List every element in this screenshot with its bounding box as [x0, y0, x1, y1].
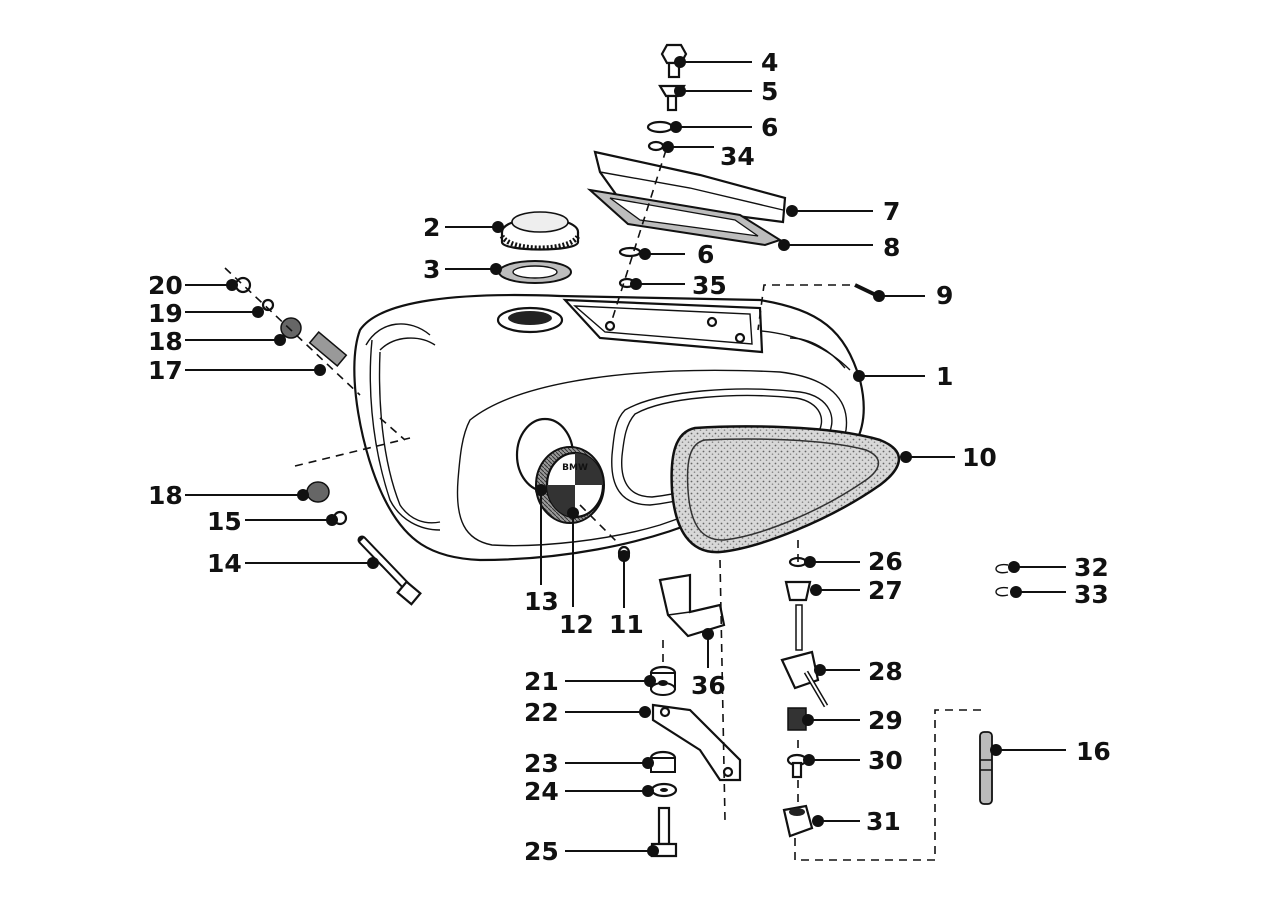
callout-26: 26	[868, 547, 903, 576]
callout-22: 22	[524, 698, 559, 727]
lower-mount-stack	[649, 665, 742, 858]
front-mount-hardware	[294, 417, 422, 606]
callout-28: 28	[868, 657, 903, 686]
callout-20: 20	[148, 271, 183, 300]
callout-32: 32	[1074, 553, 1109, 582]
callout-5: 5	[761, 77, 778, 106]
washer-lower	[618, 246, 642, 258]
callout-30: 30	[868, 746, 903, 775]
spring-washer-34	[647, 140, 665, 152]
callout-10: 10	[962, 443, 997, 472]
hose-clip-33	[995, 586, 1009, 597]
fuel-tap-assembly	[780, 540, 985, 861]
callout-6: 6	[761, 113, 778, 142]
callout-31: 31	[866, 807, 901, 836]
callout-4: 4	[761, 48, 778, 77]
callout-36: 36	[691, 671, 726, 700]
callout-6: 6	[697, 240, 714, 269]
callout-21: 21	[524, 667, 559, 696]
callout-33: 33	[1074, 580, 1109, 609]
callout-24: 24	[524, 777, 559, 806]
callout-17: 17	[148, 356, 183, 385]
callout-34: 34	[720, 142, 755, 171]
leader-lines	[185, 56, 1066, 857]
rear-mount-hardware	[224, 267, 361, 396]
callout-15: 15	[207, 507, 242, 536]
callout-25: 25	[524, 837, 559, 866]
callout-27: 27	[868, 576, 903, 605]
emblem-text: BMW	[562, 463, 588, 473]
knee-pad	[670, 425, 901, 554]
callout-23: 23	[524, 749, 559, 778]
callout-9: 9	[936, 281, 953, 310]
callout-18: 18	[148, 327, 183, 356]
callout-2: 2	[423, 213, 440, 242]
callout-35: 35	[692, 271, 727, 300]
callout-19: 19	[148, 299, 183, 328]
callout-12: 12	[559, 610, 594, 639]
mounting-bracket	[658, 573, 726, 638]
callout-29: 29	[868, 706, 903, 735]
callout-3: 3	[423, 255, 440, 284]
filler-gasket	[498, 260, 572, 284]
filler-cap	[499, 211, 581, 251]
callout-labels: 4 5 6 34 7 8 6 35 9 1 10 26 27 28 29 30 …	[148, 48, 1111, 866]
callout-14: 14	[207, 549, 242, 578]
callout-11: 11	[609, 610, 644, 639]
callout-16: 16	[1076, 737, 1111, 766]
callout-13: 13	[524, 587, 559, 616]
hose-clip-32	[995, 563, 1009, 574]
callout-7: 7	[883, 197, 900, 226]
fuel-filter	[979, 731, 993, 805]
callout-8: 8	[883, 233, 900, 262]
callout-1: 1	[936, 362, 953, 391]
washer-upper	[646, 120, 674, 134]
callout-18: 18	[148, 481, 183, 510]
